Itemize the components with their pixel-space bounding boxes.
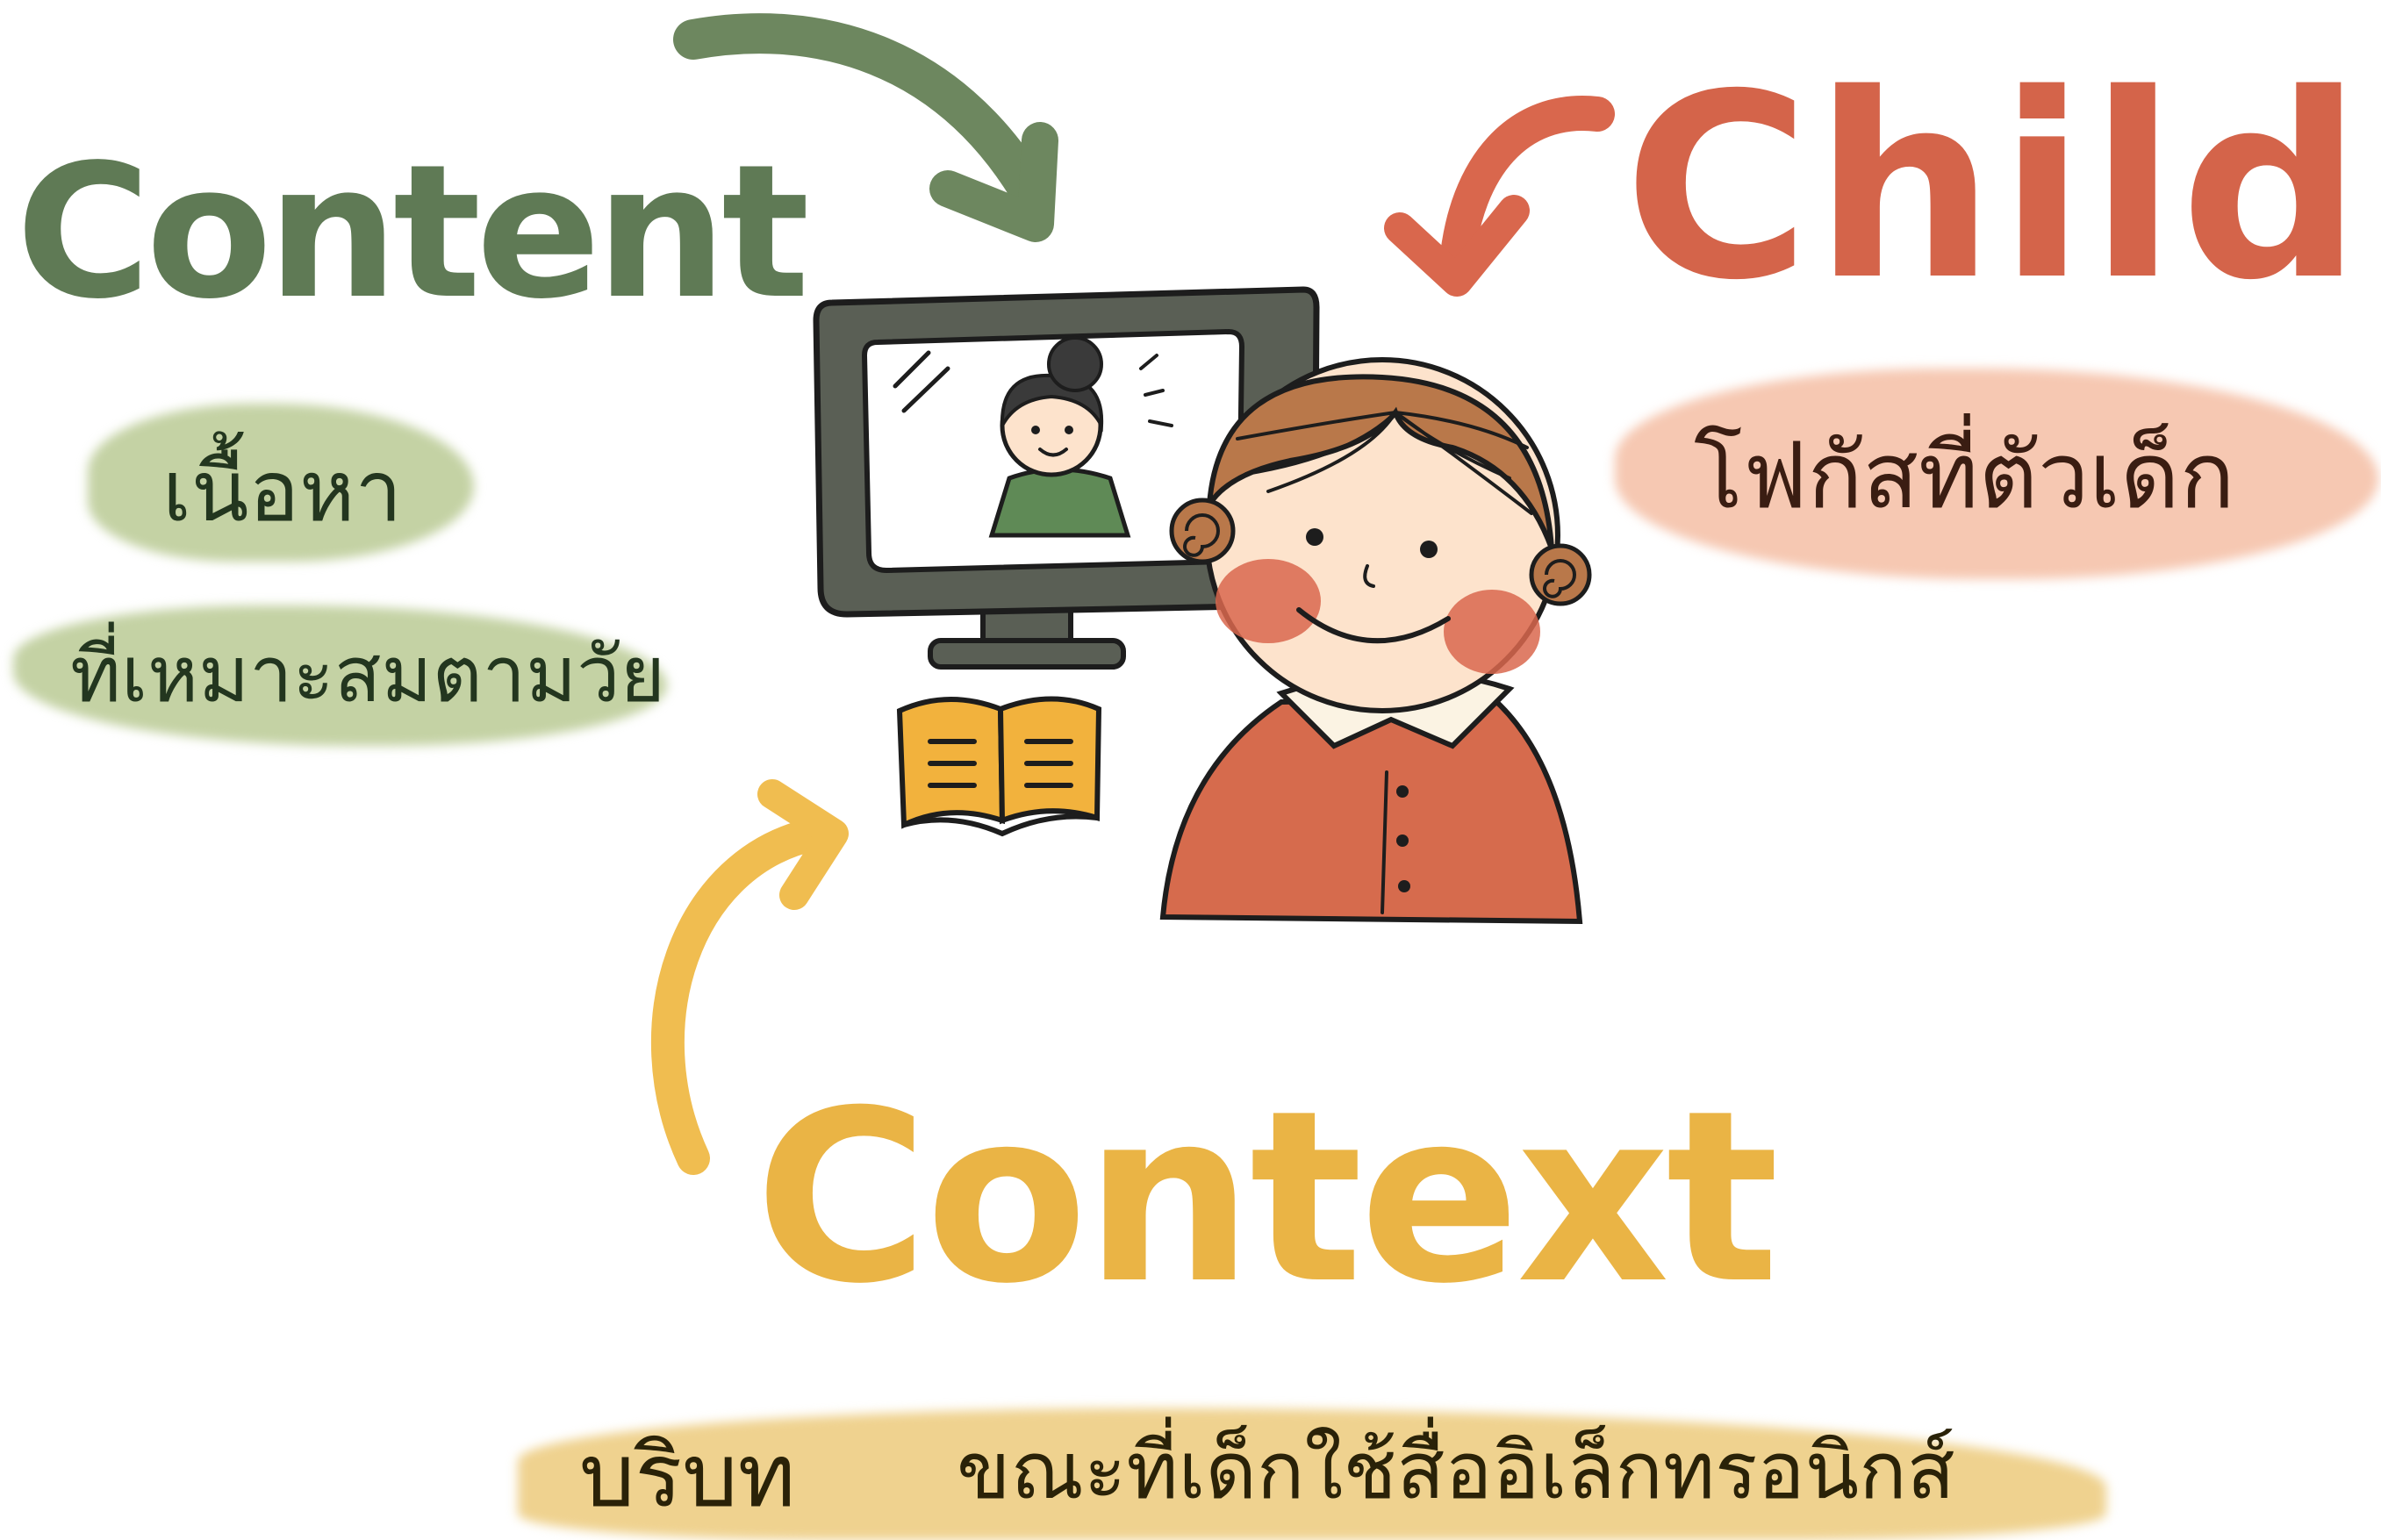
context-title: Context [755, 1059, 1779, 1336]
book-icon [896, 696, 1102, 837]
child-icon [1159, 357, 1592, 925]
green-arrow-icon [673, 13, 1058, 242]
red-arrow-icon [1384, 96, 1615, 297]
yellow-arrow-icon [651, 779, 849, 1175]
content-line-2: ที่เหมาะสมตามวัย [70, 629, 666, 720]
content-highlight-2 [13, 605, 667, 746]
content-title: Content [16, 125, 810, 340]
content-line-1: เนื้อหา [162, 442, 403, 541]
child-title: Child [1624, 40, 2366, 336]
child-highlight [1615, 369, 2378, 579]
child-line-1: โฟกัสที่ตัวเด็ก [1694, 422, 2235, 529]
teacher-icon [988, 336, 1173, 538]
context-line-1: บริบท [579, 1424, 796, 1527]
content-highlight-1 [88, 404, 474, 562]
context-line-2: ขณะที่เด็กใช้สื่ออิเล็กทรอนิกส์ [957, 1425, 1955, 1517]
